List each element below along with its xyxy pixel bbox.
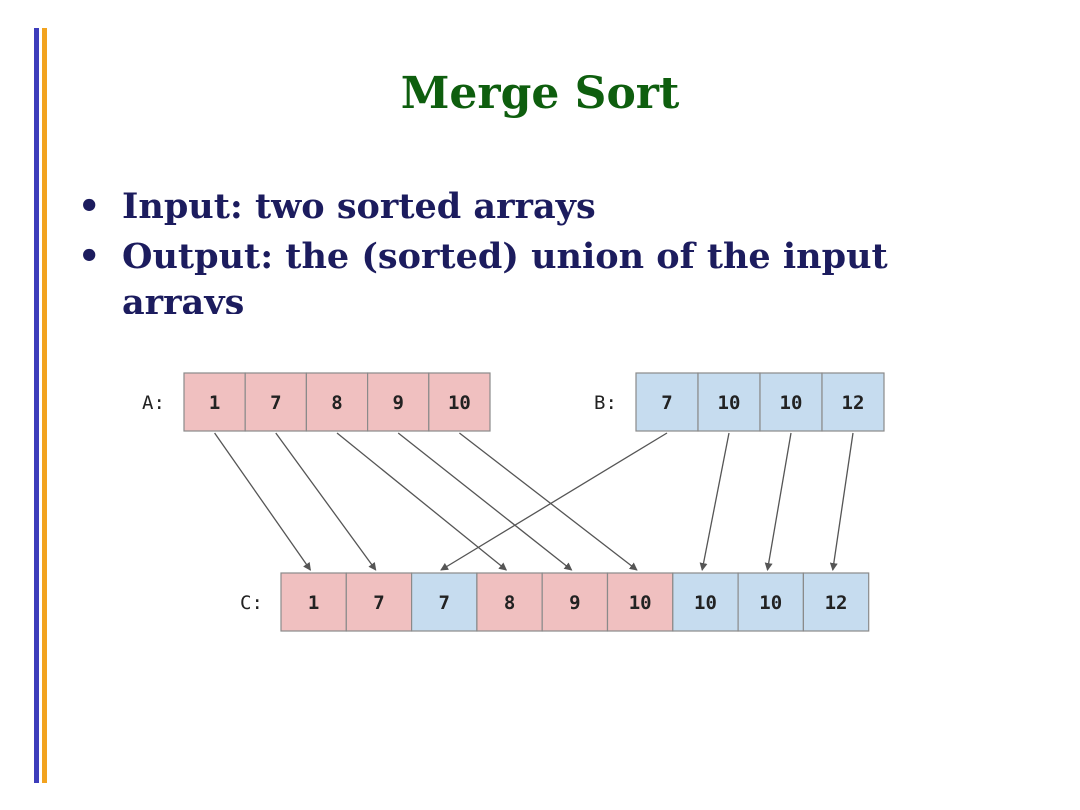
- array-a-cell-value: 9: [392, 392, 403, 414]
- merge-arrow: [699, 432, 730, 571]
- array-a-cell: [244, 372, 307, 432]
- left-accent-bar-orange: [42, 28, 47, 783]
- array-a-cell: [428, 372, 491, 432]
- bullet-dot: •: [78, 236, 101, 277]
- merge-arrow: [829, 432, 854, 571]
- array-a-label: A:: [142, 392, 165, 414]
- merge-arrow: [764, 432, 792, 571]
- slide-title: Merge Sort: [400, 68, 680, 119]
- array-c-cell-value: 8: [504, 592, 515, 614]
- bullet-item: • Input: two sorted arrays: [78, 184, 958, 230]
- array-c-cell-value: 10: [759, 592, 782, 614]
- array-a-cell: [183, 372, 246, 432]
- merge-arrow: [440, 432, 668, 571]
- array-a-cell-value: 1: [209, 392, 220, 414]
- array-a-cell-value: 7: [270, 392, 281, 414]
- array-b-cell: [697, 372, 761, 432]
- merge-arrow: [336, 432, 508, 571]
- array-c-cell-value: 7: [439, 592, 450, 614]
- array-b-cell-value: 10: [718, 392, 741, 414]
- merge-arrow: [275, 432, 377, 571]
- array-c-cell-value: 10: [629, 592, 652, 614]
- array-b-cell-value: 10: [780, 392, 803, 414]
- array-b-cell-value: 7: [661, 392, 672, 414]
- array-b-cell: [635, 372, 699, 432]
- merge-arrow: [459, 432, 638, 571]
- merge-arrow: [397, 432, 573, 571]
- array-b-cell-value: 12: [842, 392, 865, 414]
- array-c-cell-value: 1: [308, 592, 319, 614]
- array-c-cell: [280, 572, 347, 632]
- merge-arrow: [214, 432, 311, 571]
- array-b-cell: [821, 372, 885, 432]
- array-c-cell-value: 10: [694, 592, 717, 614]
- array-b-label: B:: [594, 392, 617, 414]
- array-c-cell: [345, 572, 413, 632]
- left-accent-bar-blue: [34, 28, 39, 783]
- array-b-cell: [759, 372, 823, 432]
- array-c-label: C:: [240, 592, 263, 614]
- array-c-cell: [411, 572, 478, 632]
- array-c-cell: [672, 572, 739, 632]
- array-a-cell-value: 8: [331, 392, 342, 414]
- bullet-list: • Input: two sorted arrays • Output: the (…: [78, 184, 958, 314]
- array-c-cell: [476, 572, 543, 632]
- array-c-cell: [541, 572, 609, 632]
- array-c-cell: [606, 572, 674, 632]
- bullet-item: • Output: the (sorted) union of the input…: [78, 234, 958, 314]
- array-c-cell-value: 12: [825, 592, 848, 614]
- array-a-cell: [305, 372, 369, 432]
- array-a-cell-value: 10: [448, 392, 471, 414]
- array-c-cell: [802, 572, 870, 632]
- array-c-cell-value: 7: [373, 592, 384, 614]
- bullet-text: Output: the (sorted) union of the input …: [122, 236, 888, 314]
- array-c-cell-value: 9: [569, 592, 580, 614]
- bullet-text: Input: two sorted arrays: [122, 186, 596, 227]
- bullet-dot: •: [78, 186, 101, 227]
